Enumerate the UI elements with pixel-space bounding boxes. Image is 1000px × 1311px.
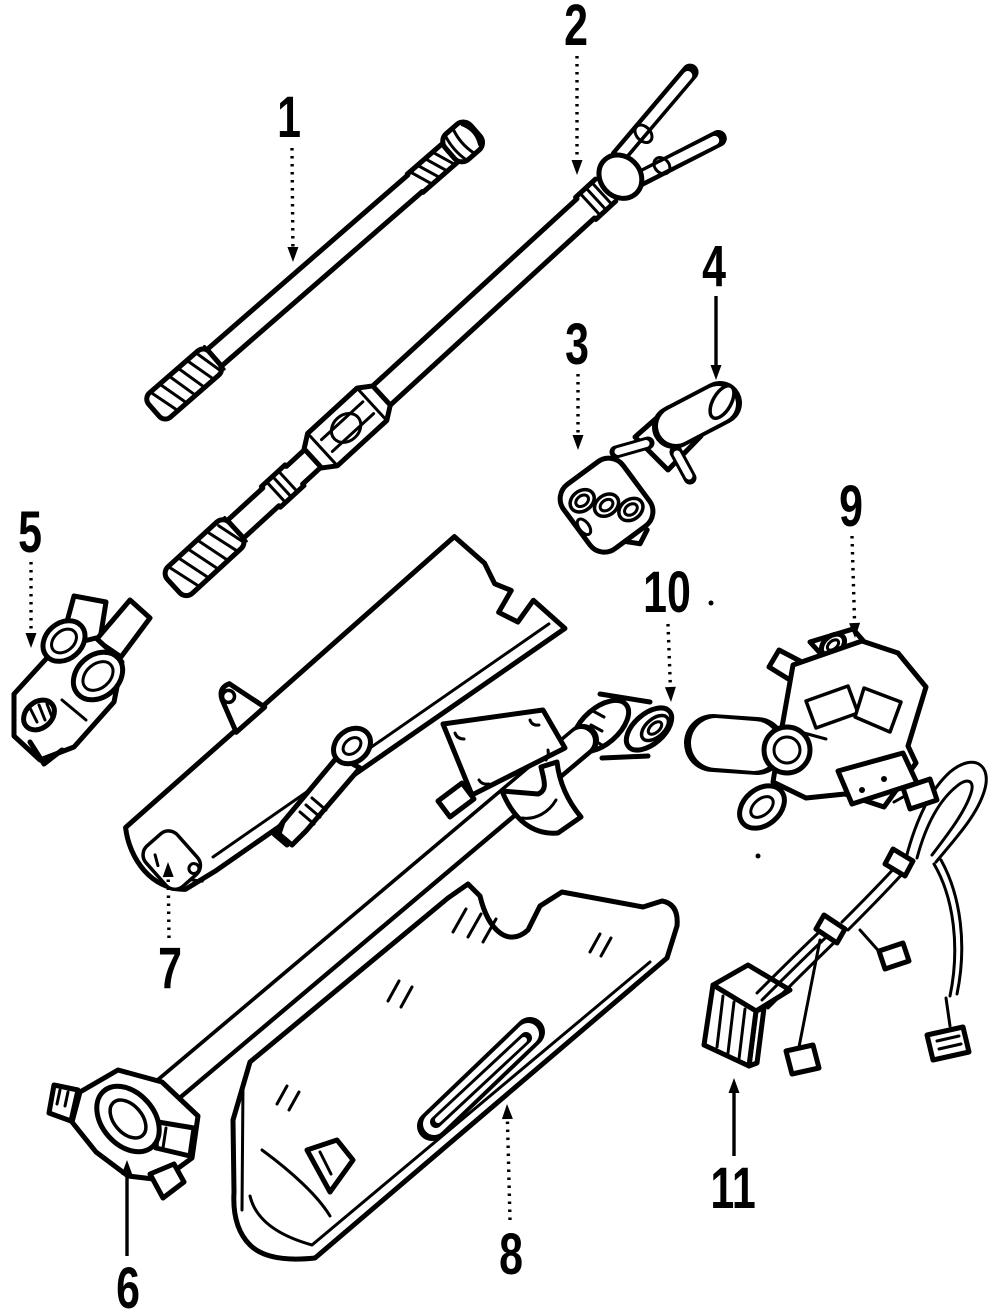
callout-leader-line xyxy=(666,623,673,688)
part-wiring-harness xyxy=(701,760,988,1077)
clamp-holes xyxy=(568,487,645,523)
callout-number: 4 xyxy=(702,234,726,299)
callout-leader-line xyxy=(850,535,857,624)
callout-number: 2 xyxy=(564,0,588,58)
callout-number: 8 xyxy=(499,1222,523,1287)
part-upper-steering-shaft xyxy=(144,119,486,422)
callout-5-universal-joint: 5 xyxy=(18,500,42,648)
part-coupling-clamp xyxy=(557,455,656,555)
callout-9-lock-housing: 9 xyxy=(839,474,863,638)
callout-arrowhead xyxy=(572,435,584,450)
speck-dot xyxy=(755,853,761,859)
callout-arrowhead xyxy=(571,160,583,175)
callout-number: 7 xyxy=(158,936,182,1001)
callout-10-column-bushing: 10 xyxy=(643,560,691,702)
callout-number: 5 xyxy=(18,500,42,565)
callout-number: 11 xyxy=(710,1156,755,1221)
column-mounting-bracket xyxy=(435,707,584,836)
callout-layer: 1 2 3 4 5 6 7 8 9 10 11 xyxy=(18,0,863,1311)
callout-7-upper-column-cover: 7 xyxy=(158,862,182,1001)
tilt-lever xyxy=(271,725,373,848)
callout-1-upper-steering-shaft: 1 xyxy=(277,85,301,262)
callout-leader-line xyxy=(290,147,295,248)
callout-4-ignition-switch: 4 xyxy=(702,234,726,380)
cover-slot xyxy=(417,1017,545,1141)
callout-arrowhead xyxy=(710,365,722,380)
callout-8-lower-column-cover: 8 xyxy=(499,1104,523,1287)
callout-number: 1 xyxy=(277,85,301,150)
part-lock-housing xyxy=(684,626,929,831)
speck-dot xyxy=(708,600,714,606)
callout-number: 10 xyxy=(643,560,691,625)
part-main-steering-shaft xyxy=(162,63,727,599)
callout-11-wiring-harness: 11 xyxy=(710,1078,756,1221)
part-lower-column-cover xyxy=(230,881,680,1262)
callout-arrowhead xyxy=(501,1104,513,1120)
part-column-hole-seal-plate xyxy=(46,1067,201,1201)
callout-arrowhead xyxy=(25,633,37,648)
yoke-fork xyxy=(596,63,727,201)
callout-2-main-steering-shaft: 2 xyxy=(564,0,588,175)
callout-arrowhead xyxy=(162,862,174,878)
callout-leader-line xyxy=(505,1118,512,1221)
callout-number: 3 xyxy=(565,312,589,377)
callout-leader-line xyxy=(166,876,171,939)
callout-arrowhead xyxy=(121,1160,133,1175)
callout-arrowhead xyxy=(664,686,676,702)
callout-number: 6 xyxy=(116,1256,140,1311)
callout-arrowhead xyxy=(849,622,861,638)
callout-arrowhead xyxy=(728,1078,740,1093)
part-upper-column-cover xyxy=(123,534,568,892)
part-ignition-switch xyxy=(609,381,742,485)
callout-3-coupling-clamp: 3 xyxy=(565,312,589,450)
part-universal-joint xyxy=(11,593,153,767)
callout-arrowhead xyxy=(287,247,299,262)
callout-number: 9 xyxy=(839,474,863,539)
callout-6-column-hole-seal-plate: 6 xyxy=(116,1160,140,1311)
